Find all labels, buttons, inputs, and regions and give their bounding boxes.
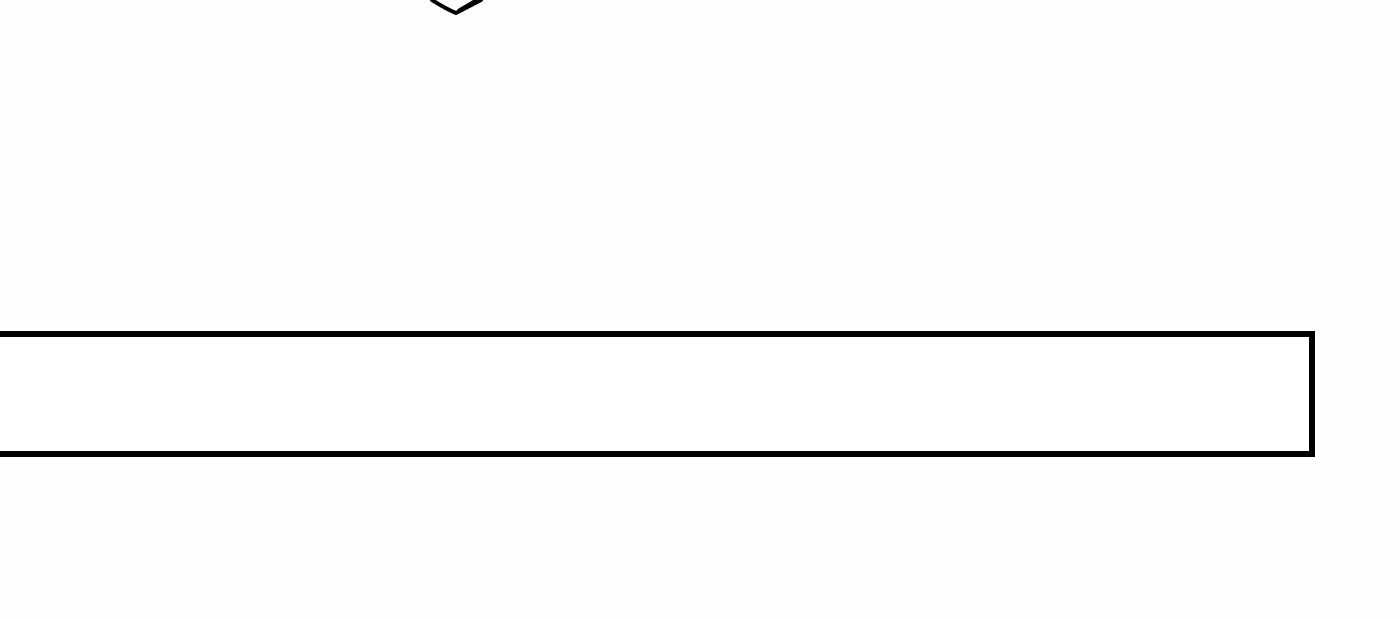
text-panel-text	[0, 337, 1309, 451]
text-panel	[0, 331, 1315, 457]
